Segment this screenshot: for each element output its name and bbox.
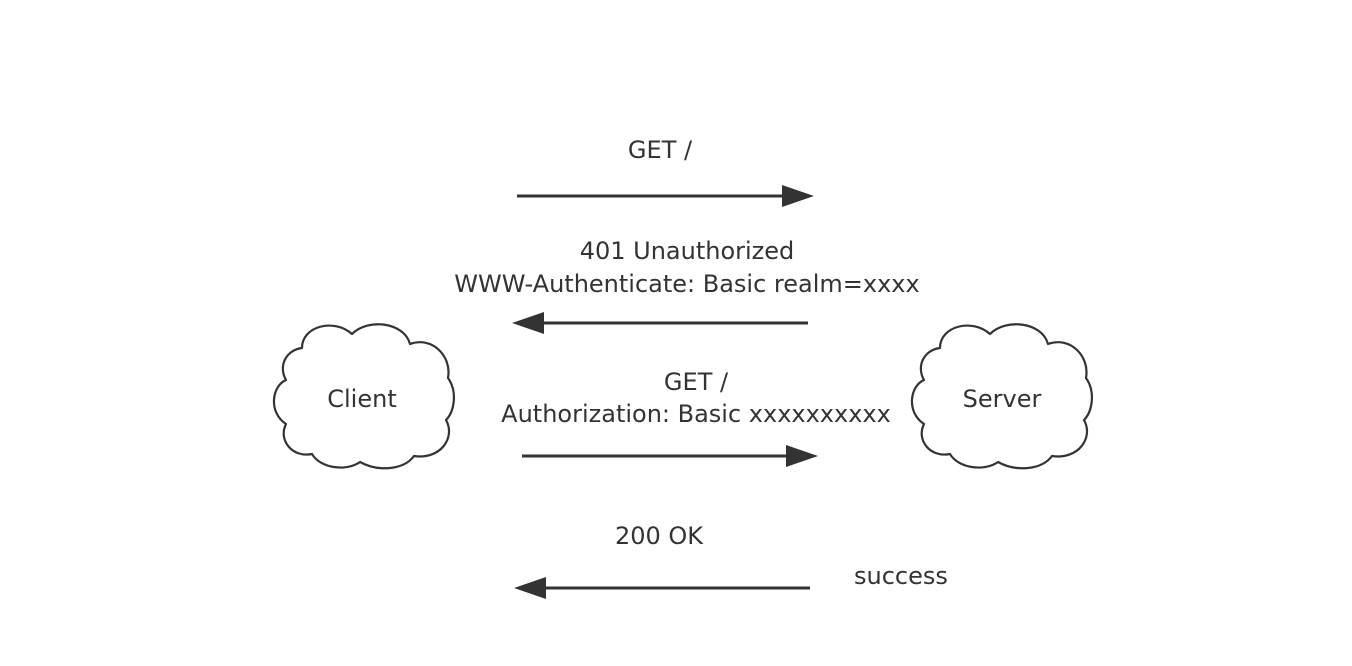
message-2-line-1: 401 Unauthorized: [579, 237, 795, 265]
client-cloud-shape: [272, 323, 455, 470]
message-3-line-2: Authorization: Basic xxxxxxxxxx: [501, 400, 891, 428]
message-4-line-1: 200 OK: [614, 522, 704, 550]
server-cloud-shape: [910, 323, 1093, 470]
arrow-request-1: [517, 185, 814, 207]
message-2-line-2: WWW-Authenticate: Basic realm=xxxx: [454, 270, 920, 298]
server-node-label: Server: [962, 385, 1042, 413]
message-3-line-1: GET /: [663, 368, 729, 396]
client-node-label: Client: [327, 385, 397, 413]
arrow-response-401: [512, 312, 808, 334]
arrow-request-2: [522, 445, 818, 467]
arrow-response-200: [514, 577, 810, 599]
success-annotation: success: [854, 562, 948, 590]
message-1-line-1: GET /: [627, 136, 693, 164]
